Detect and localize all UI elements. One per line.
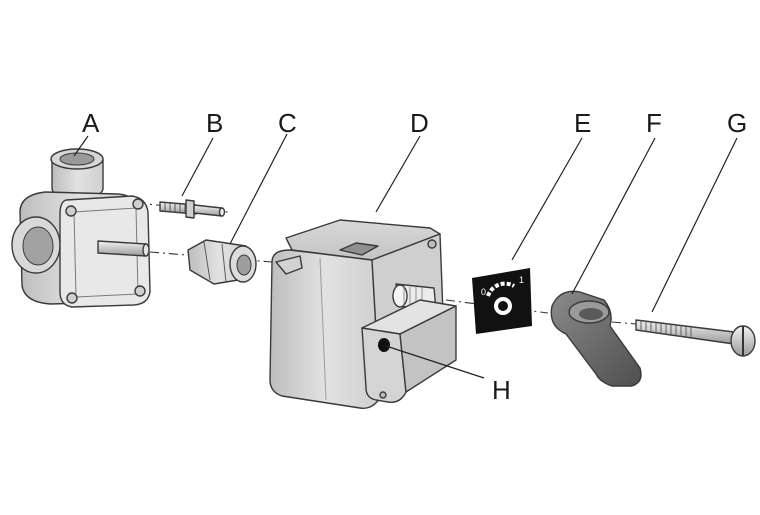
label-g: G: [727, 108, 747, 138]
label-e: E: [574, 108, 591, 138]
leader-lines: [73, 133, 738, 379]
part-f-lever-handle: [550, 290, 642, 387]
part-c-coupling: [187, 239, 257, 285]
leader-g: [651, 137, 738, 313]
label-d: D: [410, 108, 429, 138]
label-h: H: [492, 375, 511, 405]
part-g-screw: [635, 319, 756, 357]
label-f: F: [646, 108, 662, 138]
leader-b: [181, 137, 214, 197]
leader-d: [375, 135, 421, 213]
part-e-scale-plate: 0 1: [472, 268, 532, 334]
part-d-housing: [269, 219, 457, 409]
leader-f: [571, 137, 656, 295]
label-b: B: [206, 108, 223, 138]
leader-c: [229, 133, 288, 245]
dial-mark-one: 1: [519, 275, 524, 285]
dial-mark-zero: 0: [481, 287, 486, 297]
leader-e: [511, 137, 583, 261]
label-a: A: [82, 108, 100, 138]
leader-a: [73, 135, 89, 157]
label-c: C: [278, 108, 297, 138]
part-b-threaded-pin: [159, 199, 226, 219]
part-a-valve-body: [11, 148, 151, 308]
part-h-indicator-hole: [378, 338, 390, 352]
callout-labels: A B C D E F G H: [82, 108, 747, 405]
leader-h: [385, 345, 485, 379]
